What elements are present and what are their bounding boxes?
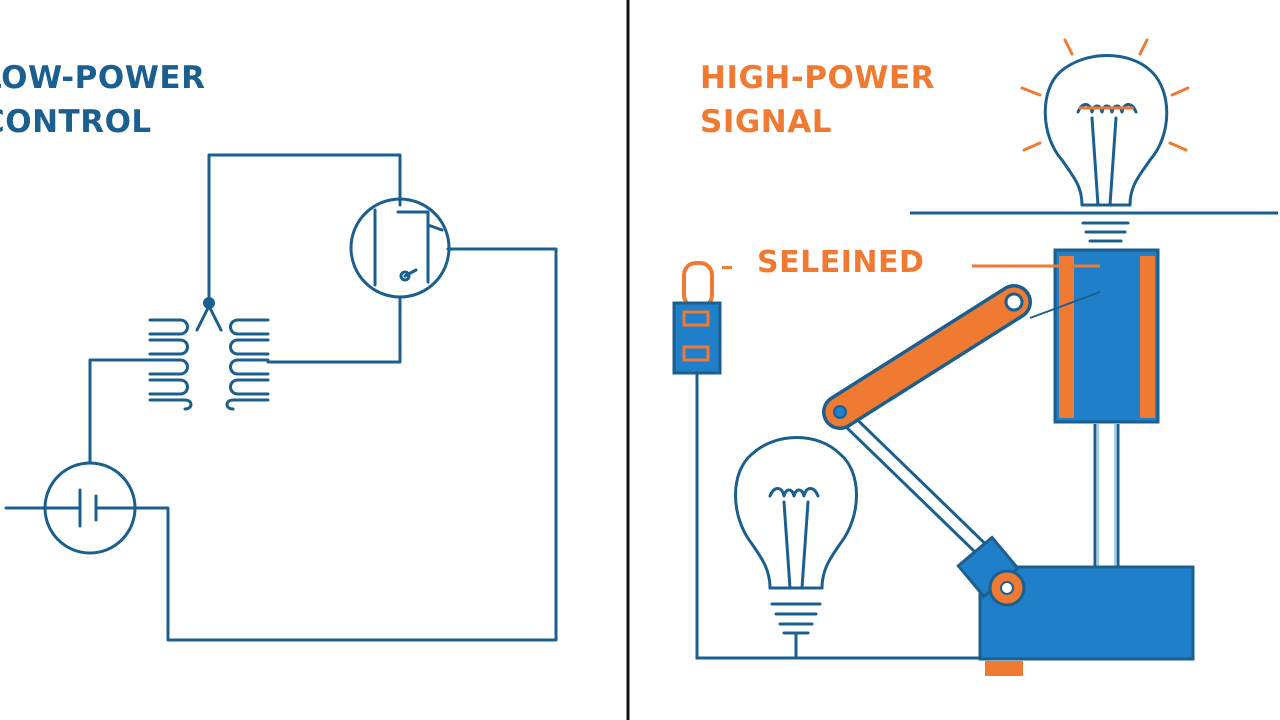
left-title-line2: CONTROL [0, 104, 152, 140]
wire-switch-right [132, 247, 558, 642]
plug-icon [672, 261, 722, 375]
arm-leader [1029, 291, 1101, 319]
right-title-line2: SIGNAL [700, 104, 832, 140]
switch-icon [349, 197, 451, 299]
light-bulb-icon-lower [734, 436, 858, 660]
lever-arm-icon [822, 284, 1032, 580]
right-panel-title: HIGH-POWER SIGNAL [700, 56, 935, 144]
motor-block-icon [956, 535, 1195, 676]
light-bulb-icon [1043, 54, 1169, 243]
left-title-line1: LOW-POWER [0, 60, 206, 96]
right-title-line1: HIGH-POWER [700, 60, 936, 96]
left-circuit [4, 153, 558, 642]
light-rays [1020, 38, 1190, 152]
solenoid-label: SELEINED [757, 245, 925, 280]
wire-high-power [695, 374, 980, 660]
transformer-icon [148, 297, 270, 411]
wire-top-loop [207, 153, 402, 302]
left-panel-title: LOW-POWER CONTROL [0, 56, 205, 144]
solenoid-icon [1053, 248, 1160, 566]
wire-transformer-battery [88, 358, 152, 464]
battery-icon [4, 461, 137, 555]
wire-switch-down [266, 295, 402, 364]
label-dash [722, 266, 732, 269]
